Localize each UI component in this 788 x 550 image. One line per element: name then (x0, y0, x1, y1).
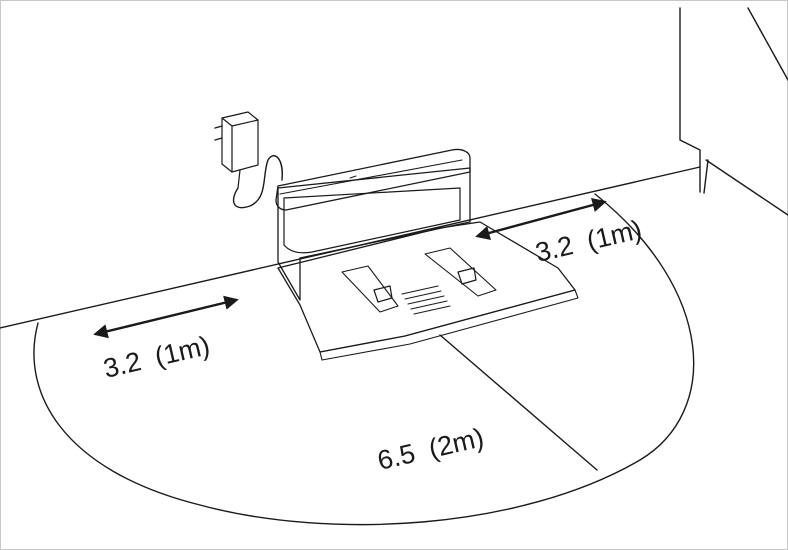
right-distance-label: 3.2 (1m) (533, 214, 645, 268)
left-distance-arrow (93, 295, 239, 339)
front-distance-line (439, 334, 598, 471)
front-distance-label: 6.5 (2m) (375, 422, 487, 476)
left-distance-label: 3.2 (1m) (101, 330, 213, 384)
adapter-icon (214, 111, 283, 209)
right-distance-arrow (475, 198, 607, 240)
dock-icon (275, 148, 579, 361)
door-frame (679, 7, 788, 216)
clearance-zone-boundary (33, 193, 695, 526)
